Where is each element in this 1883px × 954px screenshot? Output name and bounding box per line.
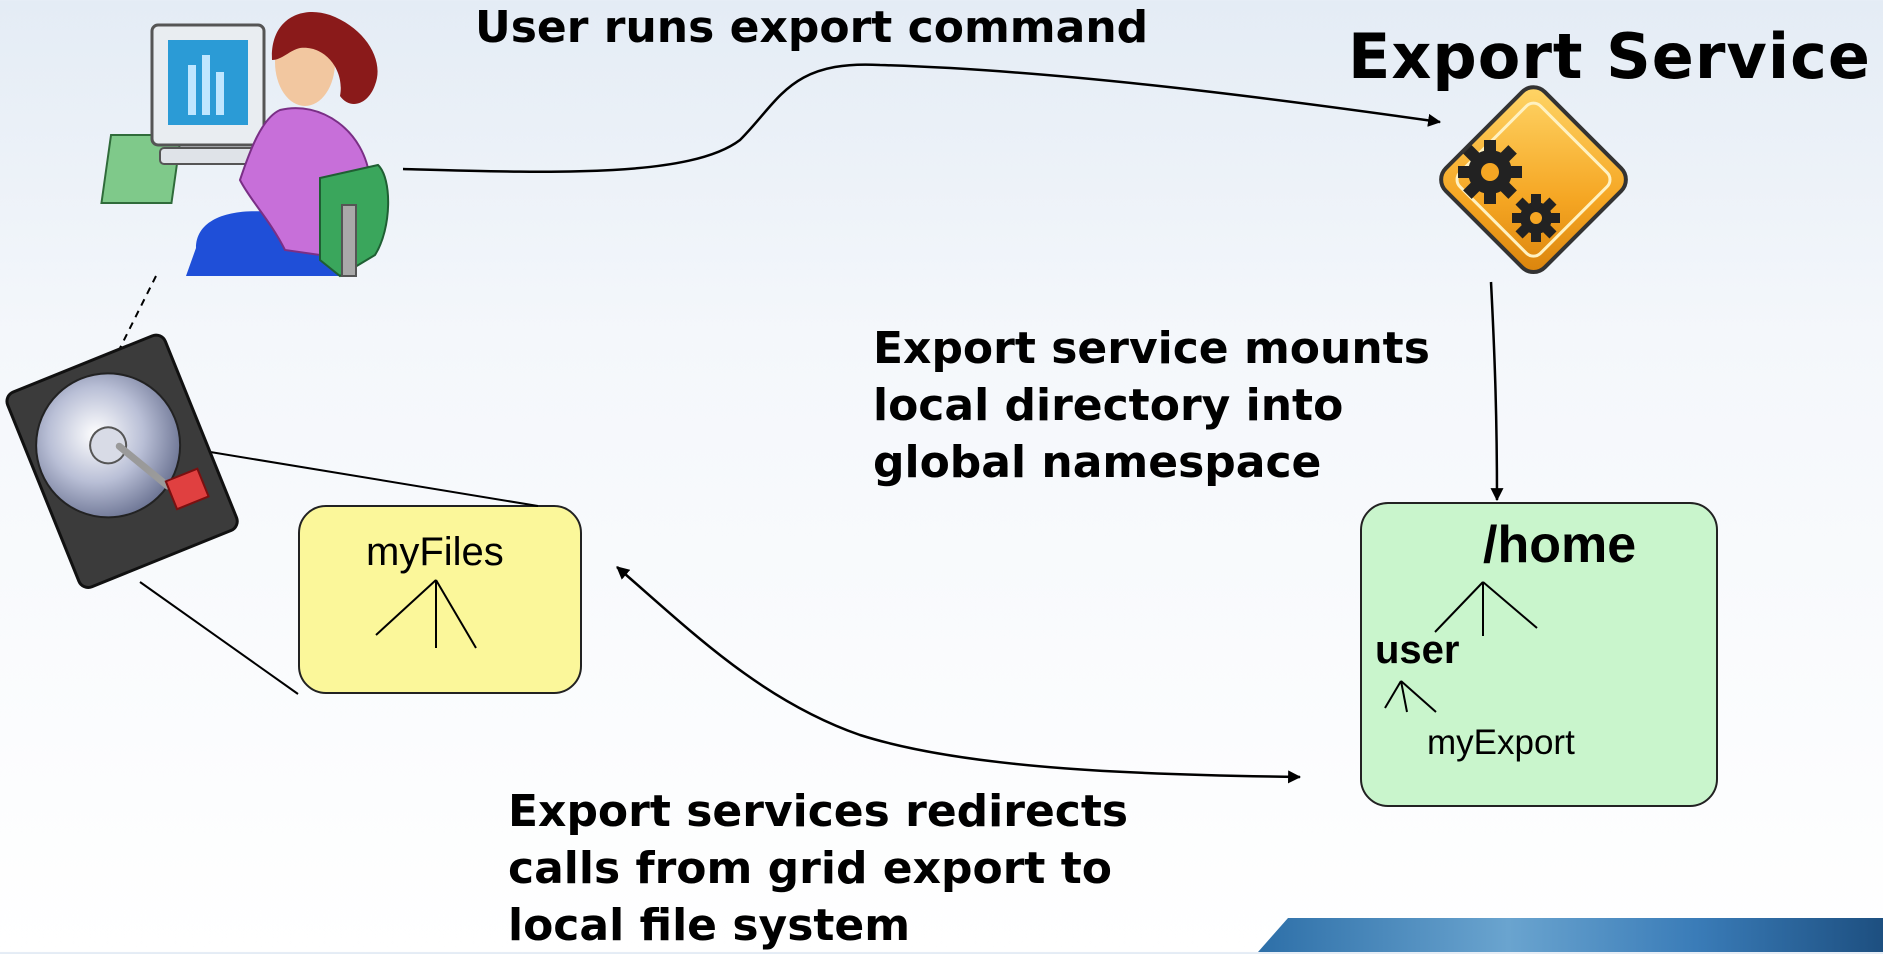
export-service-title: Export Service bbox=[1348, 20, 1871, 93]
user-tree bbox=[1384, 680, 1437, 713]
redirect-note: Export services redirects calls from gri… bbox=[508, 786, 1129, 951]
gears-service-icon bbox=[1439, 85, 1628, 275]
user-at-computer-icon bbox=[100, 12, 390, 278]
local-directory-box bbox=[298, 505, 582, 694]
myexport-label: myExport bbox=[1427, 723, 1575, 762]
computer-disk-link bbox=[109, 275, 157, 369]
footer-banner bbox=[1258, 918, 1883, 952]
hard-drive-icon bbox=[5, 333, 239, 589]
myfiles-tree bbox=[375, 579, 477, 649]
redirect-arrow bbox=[616, 566, 1302, 784]
user-to-service-arrow bbox=[402, 63, 1442, 173]
home-tree bbox=[1434, 581, 1538, 636]
user-action-label: User runs export command bbox=[475, 2, 1149, 53]
myfiles-label: myFiles bbox=[366, 530, 504, 574]
global-namespace-box bbox=[1360, 502, 1718, 807]
disk-projection-bottom bbox=[139, 581, 299, 695]
mount-note: Export service mounts local directory in… bbox=[873, 323, 1430, 488]
disk-projection-top bbox=[179, 446, 539, 507]
user-dir-label: user bbox=[1375, 628, 1460, 672]
service-to-home-arrow bbox=[1489, 281, 1504, 502]
home-label: /home bbox=[1483, 516, 1637, 574]
